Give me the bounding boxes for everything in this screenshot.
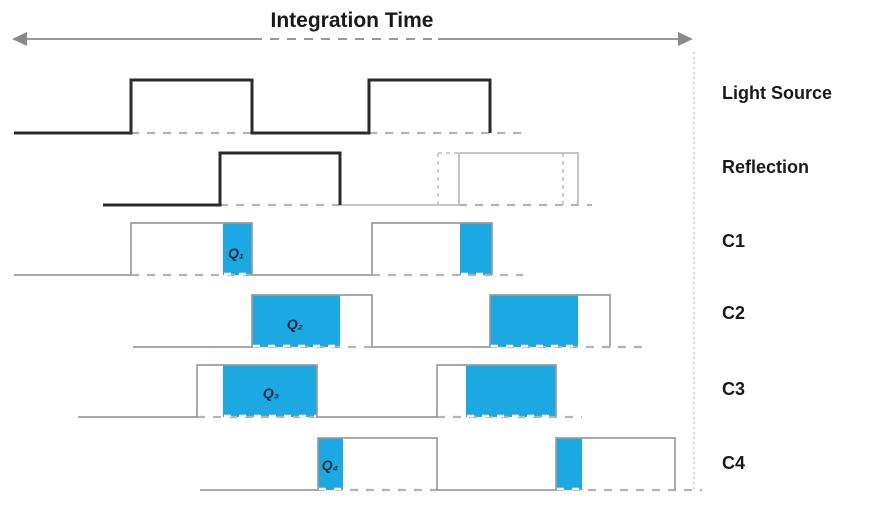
c2-charge-region-1 [252,295,340,347]
c4-waveform [200,437,676,491]
c1-charge-region-1 [223,223,252,275]
label-c3: C3 [722,379,745,399]
c3-charge-region-1 [223,365,317,417]
c1-waveform [14,222,493,276]
arrow-right-head-icon [678,32,693,46]
label-light-source: Light Source [722,83,832,103]
c4-charge-label: Q₄ [322,457,339,473]
c1-charge-label: Q₁ [228,245,244,261]
c3-charge-label: Q₃ [263,385,279,401]
arrow-left-head-icon [12,32,27,46]
label-c2: C2 [722,303,745,323]
row-c3: Q₃ [78,364,582,419]
c3-charge-region-2 [466,365,556,417]
row-c2: Q₂ [133,294,642,349]
c2-charge-region-2 [490,295,578,347]
c1-charge-region-2 [460,223,492,275]
reflection-waveform [103,151,342,207]
label-c4: C4 [722,453,745,473]
light-source-waveform [14,78,492,135]
c2-waveform [133,294,611,348]
row-label-column: Light Source Reflection C1 C2 C3 C4 [722,83,832,473]
diagram-title: Integration Time [271,9,434,32]
row-light-source [14,78,523,135]
c4-charge-region-1 [318,438,343,490]
c2-charge-label: Q₂ [287,316,303,332]
label-c1: C1 [722,231,745,251]
row-c1: Q₁ [14,222,523,277]
row-reflection [103,151,592,207]
reflection-ghost-pulse [458,152,579,205]
c3-waveform [78,364,557,418]
integration-time-arrow [12,32,693,46]
row-c4: Q₄ [200,437,702,492]
c4-charge-region-2 [556,438,582,490]
label-reflection: Reflection [722,157,809,177]
